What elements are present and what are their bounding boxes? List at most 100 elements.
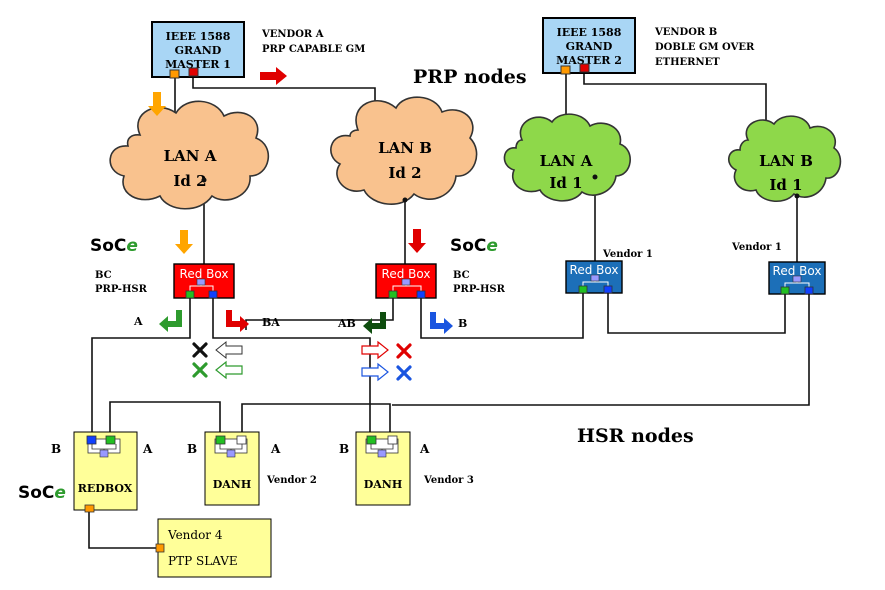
soce-logo-2: SoCe	[450, 236, 498, 256]
danh3-name: DANH	[364, 478, 403, 491]
dot-lanb1	[794, 193, 800, 199]
line-vendor1-port	[607, 292, 786, 334]
gm2-line2: GRAND	[566, 40, 613, 53]
bc-right-line1: BC	[453, 270, 470, 281]
arrow-left-down-green	[159, 310, 182, 332]
cloud-lan-b-id1: LAN B Id 1	[728, 115, 842, 202]
gm1-line2: GRAND	[175, 44, 222, 57]
gm2-port-b	[579, 63, 590, 73]
hsr-danh-vendor3: DANH	[355, 431, 411, 506]
redbox-vendor1-right: Red Box	[768, 261, 826, 295]
soce-logo-1: SoCe	[90, 236, 138, 256]
hollow-arrow-right-blue-icon	[361, 362, 389, 382]
title-hsr-nodes: HSR nodes	[577, 425, 694, 447]
blocked-red-x-icon	[396, 343, 412, 359]
gm2-line1: IEEE 1588	[557, 26, 622, 39]
port-label-ab: AB	[337, 317, 356, 330]
port-label-b: B	[458, 317, 467, 330]
hsr-redbox-port-orange	[84, 504, 95, 513]
bc-right-line2: PRP-HSR	[453, 284, 506, 295]
dot-lana1	[592, 174, 598, 180]
svg-text:SoCe: SoCe	[18, 483, 66, 503]
gm1-line3: MASTER 1	[165, 58, 231, 71]
hollow-arrow-right-red-icon	[361, 340, 389, 360]
line-redbox-slave	[88, 508, 162, 549]
lan-a-id2-line1: LAN A	[164, 147, 217, 165]
dot-lana2	[201, 177, 207, 183]
danh2-port-green	[215, 435, 226, 445]
redbox2-label: Red Box	[382, 267, 431, 281]
dot-lanb2	[402, 197, 408, 203]
vendor1-right-label: Vendor 1	[731, 242, 782, 253]
line-redbox2-port-b	[420, 292, 584, 339]
lan-b-id2-line1: LAN B	[378, 139, 432, 157]
arrow-right-down-blue	[430, 312, 453, 334]
arrow-left-down-darkgreen	[363, 312, 386, 334]
redbox2-port-blue	[416, 290, 426, 299]
ptp-slave: Vendor 4 PTP SLAVE	[155, 518, 272, 578]
line-redbox1-port-ba	[212, 297, 371, 438]
redbox1-port-green	[185, 290, 195, 299]
lan-a-id2-line2: Id 2	[173, 172, 206, 190]
cloud-lan-b-id2: LAN B Id 2	[330, 96, 478, 205]
hsr-redbox-port-green	[105, 435, 116, 445]
lan-a-id1-line2: Id 1	[549, 174, 582, 192]
hsr-redbox-port-blue	[86, 435, 97, 445]
gm1-port-a	[169, 69, 180, 79]
danh3-right-label: A	[419, 442, 430, 456]
line-hsr-ring-1	[109, 401, 221, 438]
svg-text:SoCe: SoCe	[90, 236, 138, 256]
danh3-vendor: Vendor 3	[423, 475, 474, 486]
bc-left-line1: BC	[95, 270, 112, 281]
arrow-down-orange-1	[148, 92, 166, 116]
redbox3-port-blue	[603, 285, 613, 294]
redbox-soce-1: Red Box	[173, 263, 235, 299]
arrow-right-red	[260, 67, 287, 85]
grand-master-2: IEEE 1588 GRAND MASTER 2	[542, 17, 636, 75]
danh2-name: DANH	[213, 478, 252, 491]
hsr-redbox-right-label: A	[142, 442, 153, 456]
slave-port-orange	[155, 543, 165, 553]
danh3-left-label: B	[339, 442, 349, 456]
redbox-soce-2: Red Box	[375, 263, 437, 299]
cloud-lan-a-id2: LAN A Id 2	[109, 100, 270, 210]
line-redbox1-port-a	[91, 297, 191, 438]
redbox1-label: Red Box	[180, 267, 229, 281]
cloud-shape	[728, 115, 842, 202]
gm2-line3: MASTER 2	[556, 54, 622, 67]
slave-line2: PTP SLAVE	[168, 554, 238, 568]
danh2-port-right	[236, 435, 247, 445]
cloud-lan-a-id1: LAN A Id 1	[503, 113, 631, 202]
gm1-vendor: VENDOR A	[261, 29, 324, 40]
connection-lines	[88, 68, 810, 549]
soce-logo-3: SoCe	[18, 483, 66, 503]
redbox4-label: Red Box	[773, 264, 822, 278]
danh2-right-label: A	[270, 442, 281, 456]
line-vendor1r-hsr	[392, 292, 810, 406]
slave-line1: Vendor 4	[167, 528, 223, 542]
gm2-port-a	[560, 65, 571, 75]
gm2-vendor: VENDOR B	[654, 27, 717, 38]
danh2-vendor: Vendor 2	[266, 475, 317, 486]
cloud-shape	[330, 96, 478, 205]
blocked-green-x-icon	[192, 362, 208, 378]
blocked-black-x-icon	[192, 342, 208, 358]
gm2-desc1: DOBLE GM OVER	[655, 42, 755, 53]
danh3-port-green	[366, 435, 377, 445]
redbox2-port-green	[388, 290, 398, 299]
bc-left-line2: PRP-HSR	[95, 284, 148, 295]
redbox3-label: Red Box	[570, 263, 619, 277]
cloud-shape	[109, 100, 270, 210]
blocked-blue-x-icon	[396, 365, 412, 381]
svg-text:SoCe: SoCe	[450, 236, 498, 256]
hollow-arrow-left-black-icon	[215, 340, 243, 360]
redbox4-port-green	[780, 286, 790, 295]
gm1-line1: IEEE 1588	[166, 30, 231, 43]
grand-master-1: IEEE 1588 GRAND MASTER 1	[151, 21, 245, 79]
port-label-ba: BA	[262, 316, 280, 329]
line-hsr-ring-2	[241, 403, 391, 438]
redbox1-port-blue	[208, 290, 218, 299]
port-label-a: A	[133, 315, 143, 328]
gm1-port-b	[188, 67, 199, 77]
